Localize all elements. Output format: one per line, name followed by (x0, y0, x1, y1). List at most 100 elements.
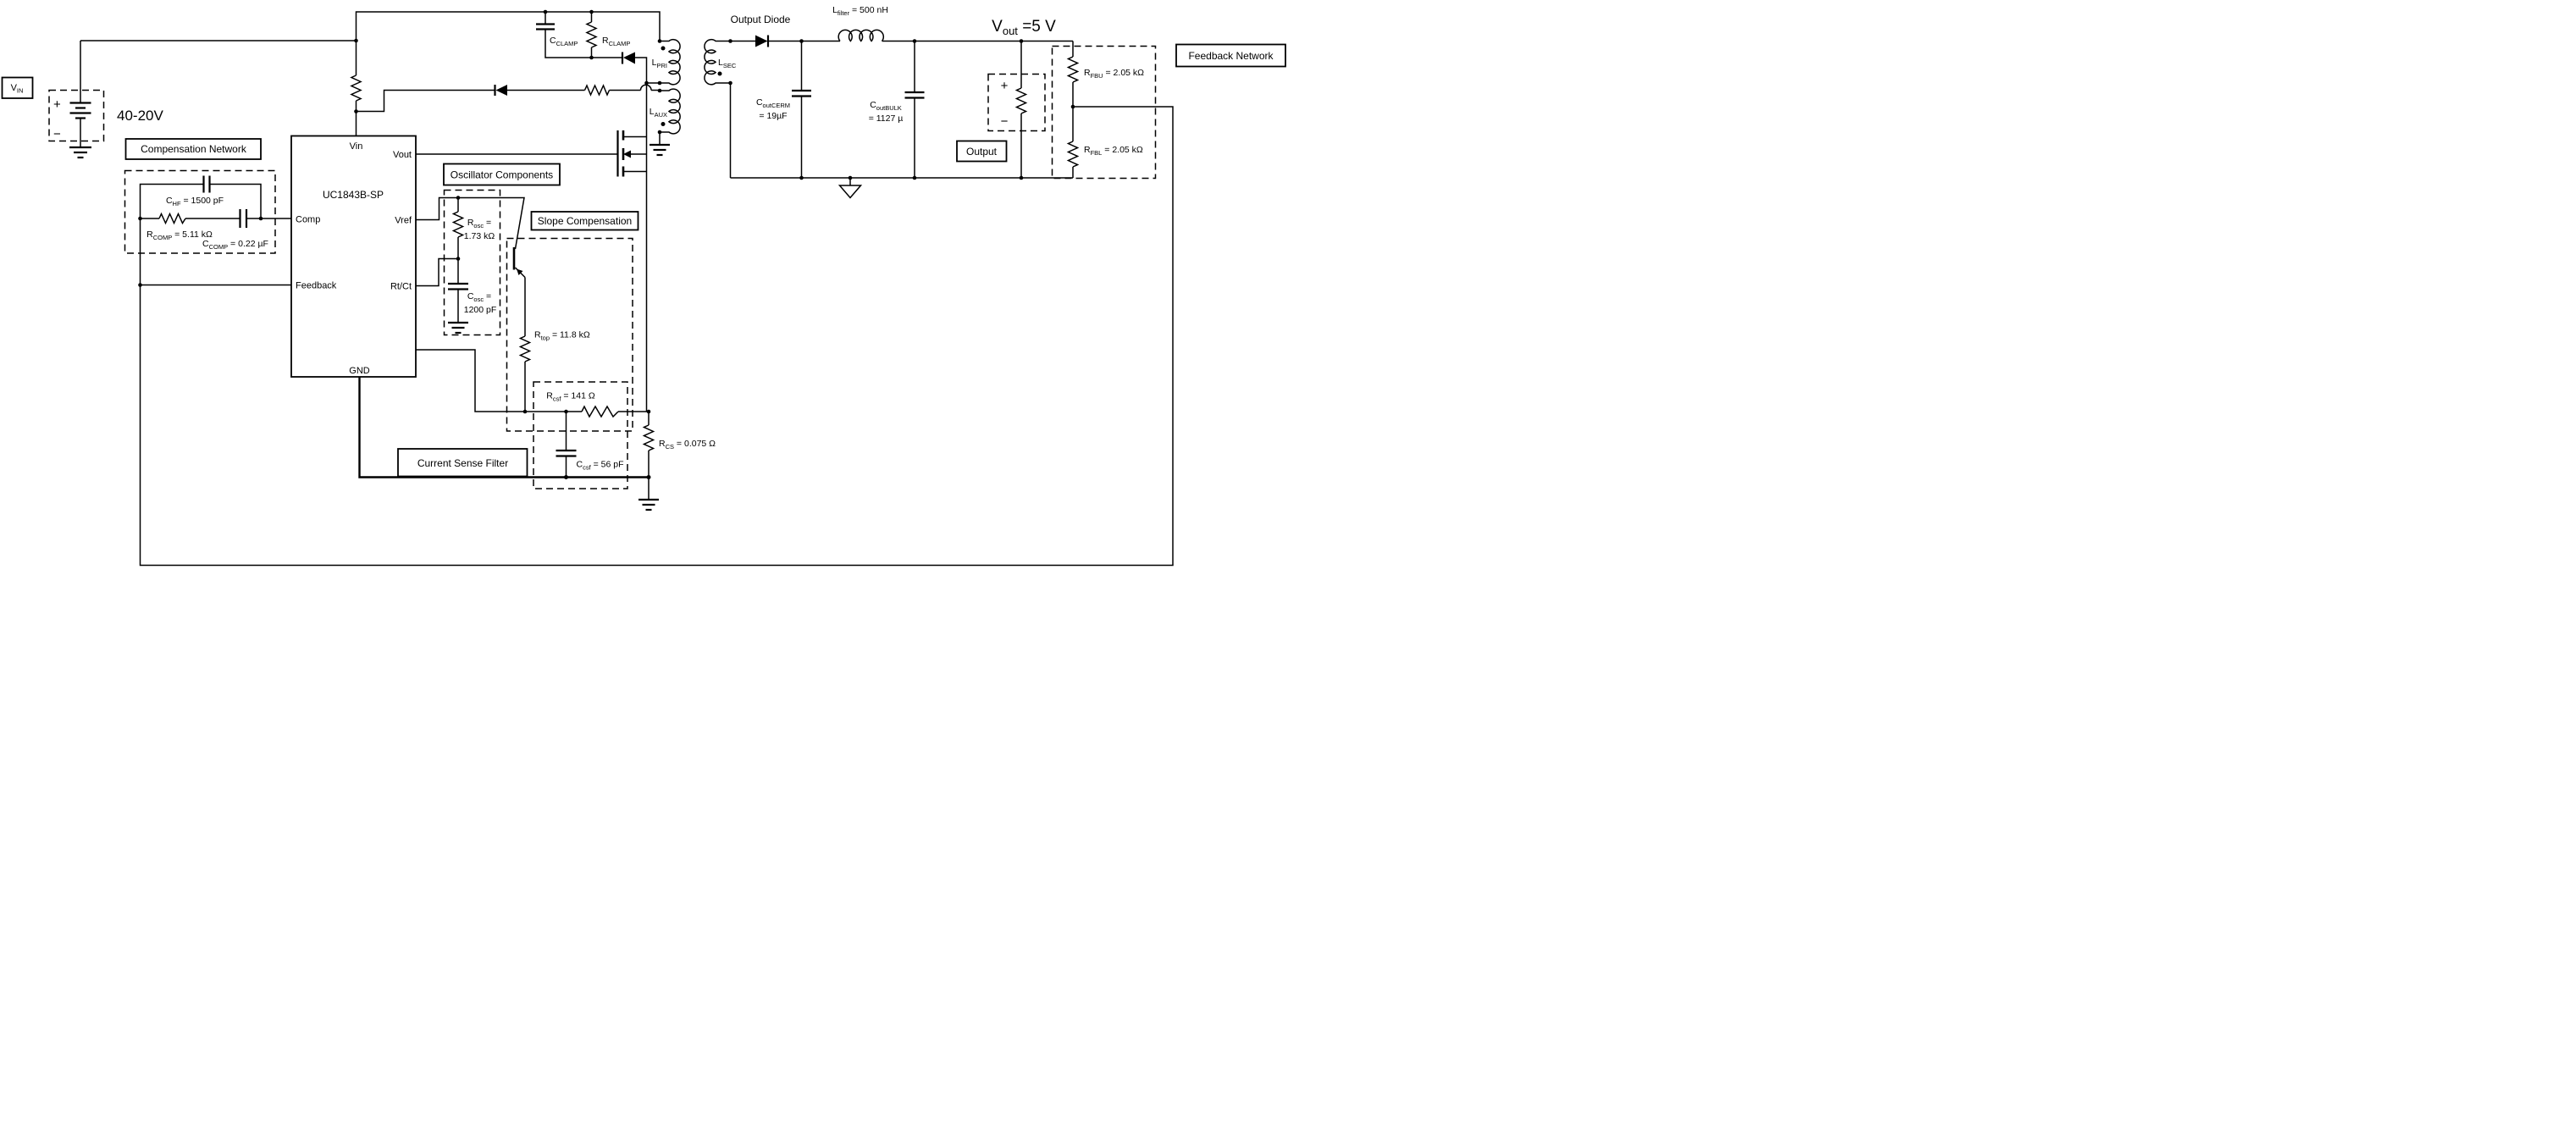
c-csf-icon (556, 449, 577, 457)
ic-uc1843b: UC1843B-SP Vin Vout Comp Vref Feedback R… (290, 135, 417, 378)
r-fbl-label: RFBL = 2.05 kΩ (1084, 145, 1143, 157)
load-minus: − (1001, 114, 1009, 129)
ic-body (290, 135, 417, 378)
vin-feed (80, 11, 661, 136)
c-osc-label-line2: 1200 pF (464, 305, 497, 315)
c-csf-label: Ccsf = 56 pF (576, 460, 623, 472)
ground-bus (358, 377, 651, 479)
ic-pin-vin: Vin (350, 141, 363, 152)
c-outcerm-label-line1: CoutCERM (756, 97, 790, 109)
load-resistor-icon (1014, 87, 1028, 114)
oscillator-title: Oscillator Components (451, 169, 553, 181)
r-csf-label: Rcsf = 141 Ω (546, 391, 595, 403)
r-clamp-icon (585, 21, 598, 48)
feedback-dashed-box (1051, 45, 1157, 180)
r-comp-icon (158, 212, 186, 225)
ic-pin-vref: Vref (395, 216, 412, 226)
r-cs-icon (642, 424, 655, 451)
r-osc-icon (451, 211, 465, 238)
c-outbulk-label-line1: CoutBULK (870, 100, 902, 112)
c-outbulk-icon (904, 91, 925, 99)
csf-dashed-box (533, 381, 628, 489)
r-csf-icon (581, 405, 619, 418)
battery-ground-icon (69, 146, 91, 159)
feedback-return-wire (139, 106, 1174, 567)
mosfet (416, 83, 648, 412)
l-pri-phase-dot (661, 46, 666, 51)
l-pri-coil-icon (660, 38, 681, 86)
aux-ground-icon (650, 143, 670, 157)
slope-title-box (530, 211, 639, 231)
c-outcerm-icon (792, 89, 811, 97)
c-clamp-label: CCLAMP (550, 36, 578, 47)
r-osc-label-line2: 1.73 kΩ (464, 231, 495, 241)
l-filter-label: Lfilter = 500 nH (832, 5, 888, 17)
ic-pin-gnd: GND (349, 366, 370, 376)
ic-pin-rtct: Rt/Ct (390, 282, 412, 292)
c-clamp-icon (536, 23, 555, 30)
r-comp-label: RCOMP = 5.11 kΩ (146, 229, 213, 241)
c-outcerm-label-line2: = 19µF (759, 111, 787, 121)
aux-diode-icon (494, 85, 507, 96)
csf-title: Current Sense Filter (417, 457, 508, 469)
l-aux-coil-icon (660, 88, 681, 135)
r-fbu-label: RFBU = 2.05 kΩ (1084, 68, 1144, 80)
battery-dashed-box (48, 89, 105, 142)
r-top-label: Rtop = 11.8 kΩ (534, 330, 590, 342)
c-hf-icon (202, 175, 211, 193)
oscillator-dashed-box (443, 189, 501, 336)
feedback-title: Feedback Network (1188, 50, 1274, 62)
compensation-title-box (124, 138, 262, 160)
transformer: LPRI LSEC LAUX (644, 38, 737, 157)
r-top-icon (518, 335, 532, 362)
output-ground-icon (837, 185, 863, 199)
r-fbl-icon (1066, 141, 1080, 168)
feedback-network: RFBU = 2.05 kΩ RFBL = 2.05 kΩ Feedback N… (139, 41, 1286, 567)
output-title: Output (966, 146, 998, 158)
oscillator-ground-icon (448, 321, 468, 335)
slope-transistor-icon (512, 247, 526, 279)
c-osc-icon (448, 282, 468, 290)
vin-badge-label: VIN (11, 83, 24, 95)
clamp-network: CCLAMP RCLAMP (536, 9, 648, 83)
output-diode-icon (755, 35, 770, 47)
oscillator-title-box (443, 163, 561, 186)
output-title-box (956, 140, 1008, 163)
compensation-dashed-box (124, 169, 276, 254)
slope-title: Slope Compensation (538, 215, 632, 227)
ic-pin-comp: Comp (296, 215, 320, 225)
load-dashed-box (987, 73, 1046, 132)
l-aux-phase-dot (661, 122, 666, 126)
vout-label: Vout =5 V (992, 18, 1056, 37)
current-sense-filter: Current Sense Filter Rcsf = 141 Ω Ccsf =… (397, 349, 716, 511)
input-range-label: 40-20V (117, 108, 163, 124)
ic-part-label: UC1843B-SP (323, 189, 384, 201)
r-osc-label-line1: Rosc = (467, 218, 491, 229)
sense-ground-icon (638, 498, 659, 511)
l-sec-label: LSEC (718, 58, 737, 69)
r-cs-label: RCS = 0.075 Ω (659, 439, 716, 451)
vin-feed-resistor (350, 75, 362, 102)
csf-title-box (397, 448, 528, 478)
l-aux-label: LAUX (650, 107, 667, 119)
slope-compensation: Slope Compensation Rtop = 11.8 kΩ (506, 211, 639, 432)
flyback-schematic: VIN + − 40-20V (1, 5, 1286, 567)
l-sec-coil-icon (704, 38, 731, 86)
slope-dashed-box (506, 237, 633, 432)
aux-feed-resistor (583, 84, 611, 97)
feedback-title-box (1175, 43, 1286, 68)
ic-pin-feedback: Feedback (296, 281, 337, 291)
l-pri-label: LPRI (652, 58, 667, 69)
r-fbu-icon (1066, 56, 1080, 83)
clamp-diode-icon (621, 52, 635, 64)
load-plus: + (1001, 79, 1009, 93)
vin-badge-box (1, 76, 34, 99)
ic-pin-vout: Vout (393, 150, 412, 160)
mosfet-body-diode-icon (623, 150, 647, 158)
battery-icon: + − (53, 41, 91, 159)
output-load: + − Output (956, 39, 1046, 180)
c-hf-label: CHF = 1500 pF (166, 196, 224, 207)
c-outbulk-label-line2: = 1127 µ (869, 113, 904, 124)
c-comp-icon (239, 209, 248, 228)
schematic-page: VIN + − 40-20V (0, 0, 1288, 570)
